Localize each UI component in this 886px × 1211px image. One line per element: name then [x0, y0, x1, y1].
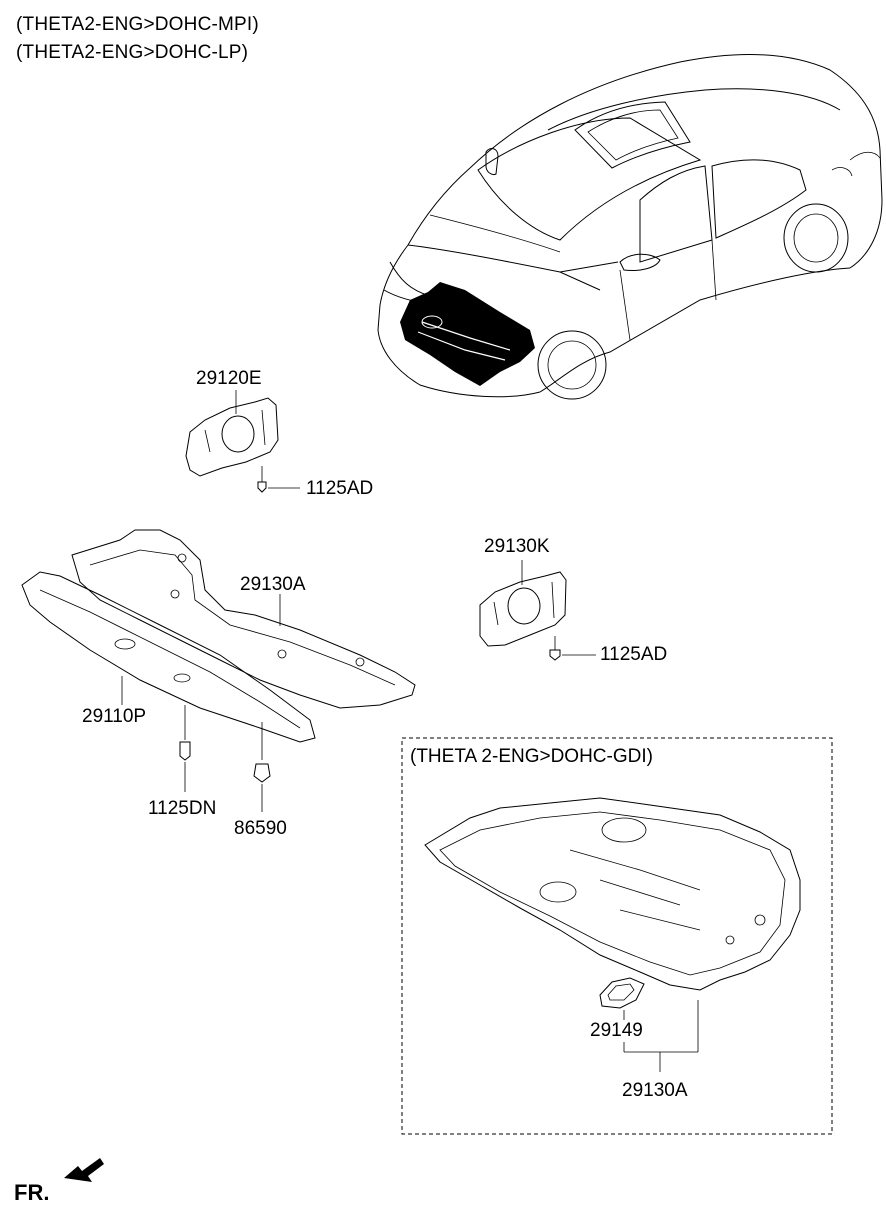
label-1125ad-b: 1125AD: [600, 644, 668, 665]
part-29149: [599, 977, 645, 1020]
bolt-1125ad-a: [257, 466, 300, 493]
engine-variant-lp: (THETA2-ENG>DOHC-LP): [16, 42, 249, 63]
part-29130a-upper: [71, 529, 416, 709]
leader-29130a-gdi: [623, 1000, 699, 1072]
label-1125dn: 1125DN: [148, 798, 217, 819]
label-29130a-gdi: 29130A: [622, 1080, 688, 1101]
bolt-1125ad-b: [549, 636, 596, 661]
part-29130k: [479, 560, 567, 647]
label-29130a-upper: 29130A: [240, 574, 306, 595]
part-29120e: [185, 390, 279, 477]
front-arrow-icon: [64, 1158, 104, 1182]
gdi-variant-box: [401, 737, 833, 1135]
label-29130k: 29130K: [484, 536, 550, 557]
car-illustration: [377, 53, 883, 400]
clip-86590: [253, 722, 271, 812]
label-29149: 29149: [590, 1020, 643, 1041]
label-29110p: 29110P: [82, 706, 147, 727]
front-direction-label: FR.: [14, 1180, 50, 1205]
label-1125ad-a: 1125AD: [306, 478, 374, 499]
bolt-1125dn: [179, 705, 191, 792]
engine-variant-mpi: (THETA2-ENG>DOHC-MPI): [16, 14, 259, 35]
label-gdi-variant: (THETA 2-ENG>DOHC-GDI): [410, 746, 653, 767]
label-86590: 86590: [234, 818, 287, 839]
part-29110p: [21, 571, 316, 743]
part-29130a-gdi: [424, 797, 801, 991]
label-29120e: 29120E: [196, 368, 262, 389]
